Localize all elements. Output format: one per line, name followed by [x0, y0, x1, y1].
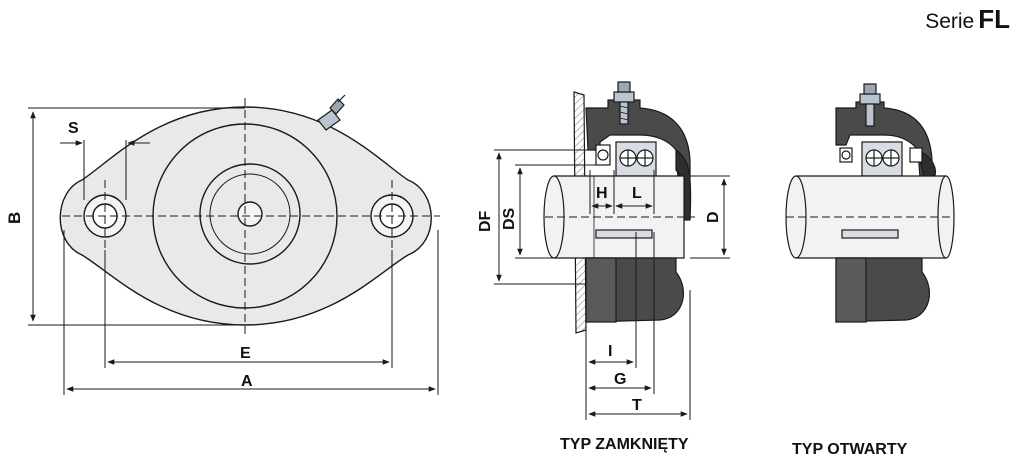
series-word: Serie [925, 10, 975, 33]
grease-nipple-open [859, 83, 881, 127]
grease-nipple-closed [613, 81, 635, 125]
section-dimensions [494, 149, 730, 420]
label-e: E [240, 345, 251, 362]
grease-nipple-front [317, 94, 346, 131]
front-view [59, 94, 440, 335]
front-dimensions [28, 107, 439, 395]
label-df: DF [477, 210, 494, 232]
label-s: S [68, 120, 79, 137]
label-t: T [632, 397, 642, 414]
label-i: I [608, 343, 612, 360]
label-d: D [705, 211, 722, 223]
section-open [785, 83, 955, 323]
section-closed [543, 81, 695, 334]
label-ds: DS [501, 207, 518, 230]
label-h: H [596, 185, 608, 202]
caption-closed-type: TYP ZAMKNIĘTY [560, 436, 689, 453]
label-b: B [5, 212, 24, 224]
caption-open-type: TYP OTWARTY [792, 441, 908, 458]
label-l: L [632, 185, 642, 202]
shaft-bore [237, 201, 263, 227]
series-code: FL [978, 4, 1010, 34]
label-a: A [241, 373, 253, 390]
label-g: G [614, 371, 626, 388]
